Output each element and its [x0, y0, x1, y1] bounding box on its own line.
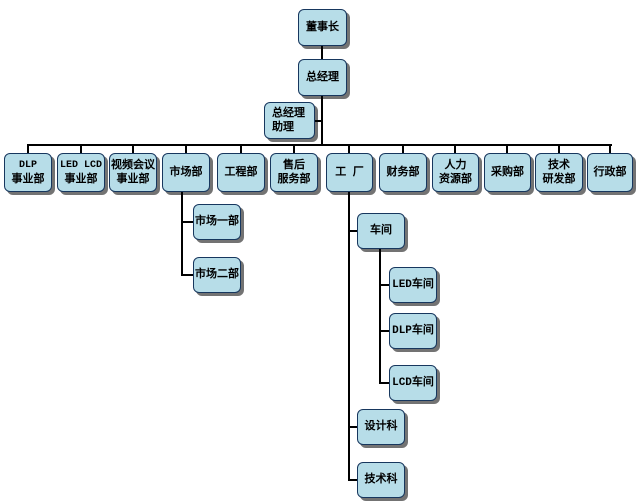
node-label: 市场二部: [195, 269, 239, 281]
connector-workshop-dlp: [379, 330, 389, 332]
factory-trunk: [348, 192, 350, 481]
node-general-manager: 总经理: [298, 59, 347, 96]
connector-technical: [348, 479, 357, 481]
node-dept-finance: 财务部: [379, 153, 427, 192]
node-label: 市场部: [169, 166, 203, 179]
department-bus-line: [27, 144, 612, 146]
node-label: DLP车间: [392, 325, 434, 337]
node-dept-admin: 行政部: [587, 153, 633, 192]
node-label: 市场一部: [195, 216, 239, 228]
node-label-line1: LED LCD: [59, 159, 102, 171]
drop-after-sales: [293, 145, 295, 153]
node-dept-rnd: 技术 研发部: [535, 153, 583, 192]
node-label: 车间: [370, 225, 392, 237]
node-label: LCD车间: [392, 377, 434, 389]
node-dept-procurement: 采购部: [484, 153, 531, 192]
connector-chairman-gm: [321, 46, 323, 59]
node-label: 工程部: [224, 166, 258, 179]
node-label: 财务部: [386, 166, 420, 179]
node-label: 总经理: [306, 71, 339, 84]
connector-workshop: [348, 230, 357, 232]
node-dept-marketing: 市场部: [162, 153, 210, 192]
node-workshop-dlp: DLP车间: [389, 313, 437, 349]
drop-dlp: [27, 145, 29, 153]
drop-hr: [454, 145, 456, 153]
node-label-line2: 事业部: [116, 173, 150, 186]
drop-video-conf: [132, 145, 134, 153]
drop-admin: [609, 145, 611, 153]
node-dept-hr: 人力 资源部: [432, 153, 479, 192]
node-design-section: 设计科: [357, 409, 405, 445]
connector-gm-assistant: [315, 120, 322, 122]
node-label-line1: 人力: [444, 159, 467, 172]
node-dept-led-lcd: LED LCD 事业部: [57, 153, 105, 192]
node-label-line2: 服务部: [277, 173, 311, 186]
drop-rnd: [558, 145, 560, 153]
connector-marketing-unit-1: [181, 221, 193, 223]
node-workshop-led: LED车间: [389, 267, 437, 303]
node-gm-assistant: 总经理 助理: [264, 102, 315, 139]
node-workshop-lcd: LCD车间: [389, 365, 437, 401]
node-label-line1: 视频会议: [111, 159, 155, 172]
node-label-line1: DLP: [18, 159, 37, 171]
drop-led-lcd: [80, 145, 82, 153]
node-marketing-unit-1: 市场一部: [193, 204, 241, 240]
drop-engineering: [240, 145, 242, 153]
node-marketing-unit-2: 市场二部: [193, 257, 241, 293]
connector-marketing-unit-2: [181, 274, 193, 276]
node-technical-section: 技术科: [357, 462, 405, 498]
node-label-line2: 事业部: [11, 173, 45, 186]
connector-workshop-led: [379, 284, 389, 286]
node-label-line2: 资源部: [439, 173, 472, 186]
drop-factory: [348, 145, 350, 153]
drop-procurement: [506, 145, 508, 153]
drop-marketing: [185, 145, 187, 153]
node-label-line1: 售后: [283, 159, 305, 172]
node-label: 工 厂: [335, 166, 364, 179]
node-label-line2: 助理: [272, 121, 294, 134]
node-dept-factory: 工 厂: [326, 153, 373, 192]
node-label: 技术科: [364, 474, 398, 486]
node-label: 董事长: [306, 21, 339, 34]
node-label-line2: 事业部: [64, 173, 98, 186]
node-label: 行政部: [593, 166, 627, 179]
node-label: LED车间: [392, 279, 434, 291]
node-label-line1: 总经理: [272, 107, 305, 120]
node-label: 采购部: [491, 166, 524, 179]
node-dept-dlp: DLP 事业部: [4, 153, 52, 192]
connector-gm-bus: [321, 96, 323, 146]
node-dept-after-sales: 售后 服务部: [270, 153, 318, 192]
node-dept-video-conf: 视频会议 事业部: [109, 153, 157, 192]
node-dept-engineering: 工程部: [217, 153, 265, 192]
workshop-trunk: [379, 249, 381, 384]
marketing-trunk: [181, 192, 183, 276]
connector-design: [348, 426, 357, 428]
node-label-line1: 技术: [548, 159, 570, 172]
drop-finance: [402, 145, 404, 153]
node-workshop: 车间: [357, 213, 405, 249]
node-chairman: 董事长: [298, 9, 347, 46]
node-label: 设计科: [364, 421, 398, 433]
node-label-line2: 研发部: [542, 173, 576, 186]
connector-workshop-lcd: [379, 382, 389, 384]
